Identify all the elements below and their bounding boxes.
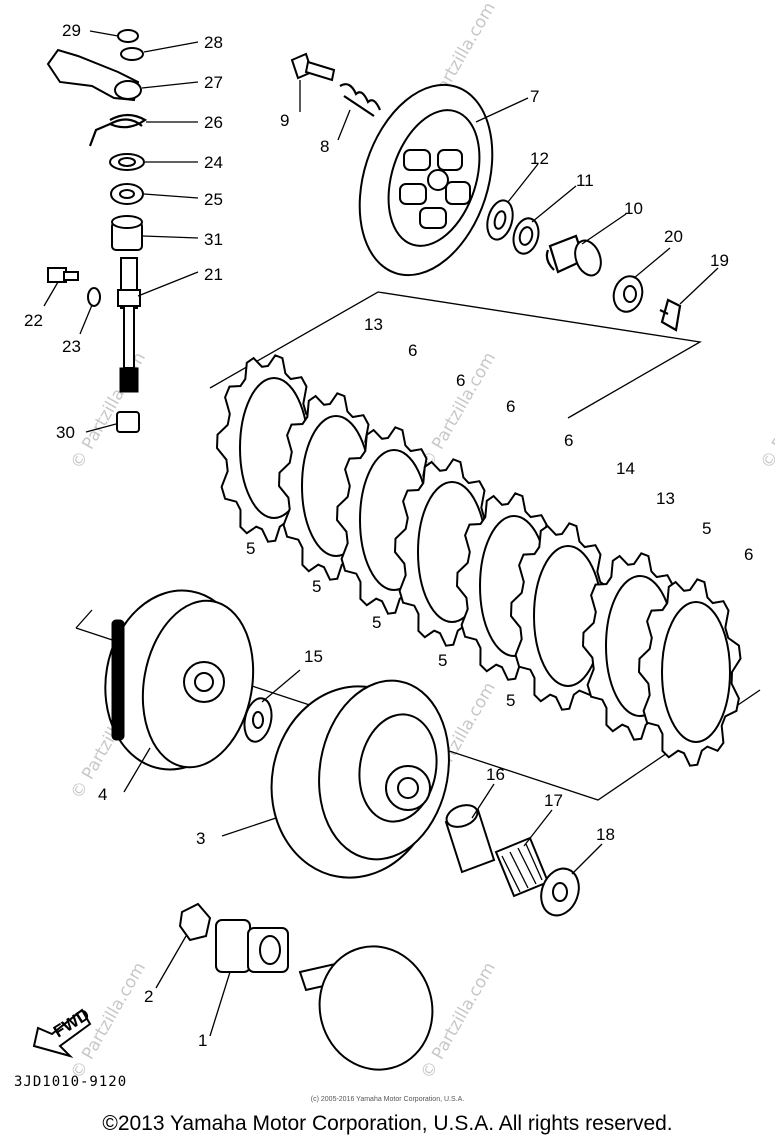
label-19: 19 [710, 251, 729, 270]
label-21: 21 [204, 265, 223, 284]
clutch-plates [215, 354, 742, 767]
part-28-washer [120, 47, 144, 61]
label-24: 24 [204, 153, 223, 172]
label-30: 30 [56, 423, 75, 442]
label-6a: 6 [408, 341, 417, 360]
footer-copyright: ©2013 Yamaha Motor Corporation, U.S.A. A… [102, 1112, 673, 1135]
label-22: 22 [24, 311, 43, 330]
part-21-pinion [119, 367, 139, 393]
leader-lines-bottom [123, 669, 603, 1037]
label-5c: 5 [372, 613, 381, 632]
label-17: 17 [544, 791, 563, 810]
label-15: 15 [304, 647, 323, 666]
part-23-washer [87, 287, 101, 307]
label-11: 11 [576, 171, 594, 190]
watermark: © Partzilla.com [67, 349, 150, 473]
part-2-nut [178, 902, 212, 942]
label-6c: 6 [506, 397, 515, 416]
label-27: 27 [204, 73, 223, 92]
label-25: 25 [204, 190, 223, 209]
part-29-washer [117, 29, 139, 43]
part-30-bushing [116, 411, 140, 433]
label-16: 16 [486, 765, 505, 784]
label-6b: 6 [456, 371, 465, 390]
label-12: 12 [530, 149, 549, 168]
clutch-boss-and-housing [104, 589, 580, 917]
label-13b: 13 [656, 489, 675, 508]
label-10: 10 [624, 199, 643, 218]
label-28: 28 [204, 33, 223, 52]
label-4: 4 [98, 785, 107, 804]
label-9: 9 [280, 111, 289, 130]
crank-web [318, 945, 434, 1071]
label-8: 8 [320, 137, 329, 156]
label-1: 1 [198, 1031, 207, 1050]
label-6e: 6 [744, 545, 753, 564]
part-8-spring [339, 83, 382, 117]
label-5d: 5 [438, 651, 447, 670]
leader-lines-left [43, 30, 199, 433]
primary-drive-group [178, 902, 434, 1071]
pressure-plate-group [290, 52, 682, 332]
label-7: 7 [530, 87, 539, 106]
label-23: 23 [62, 337, 81, 356]
fwd-arrow-icon [32, 1008, 92, 1058]
label-5a: 5 [246, 539, 255, 558]
label-29: 29 [62, 21, 81, 40]
part-26-spring [88, 113, 148, 147]
callout-labels: 29 28 27 26 24 25 31 21 22 23 30 9 8 7 1… [24, 21, 753, 1050]
plate-inner-ring [533, 545, 603, 687]
label-20: 20 [664, 227, 683, 246]
part-27-boss [114, 80, 142, 100]
label-18: 18 [596, 825, 615, 844]
part-1-drive-gear [215, 919, 251, 973]
label-31: 31 [204, 230, 223, 249]
label-26: 26 [204, 113, 223, 132]
diagram-code: 3JD1010-9120 [14, 1074, 128, 1090]
label-5f: 5 [702, 519, 711, 538]
small-copyright: (c) 2005-2016 Yamaha Motor Corporation, … [310, 1096, 465, 1103]
label-6d: 6 [564, 431, 573, 450]
part-19-lock-washer [659, 298, 682, 332]
label-3: 3 [196, 829, 205, 848]
watermark: © Partzilla.com [417, 349, 500, 473]
part-17-needle-bearing [494, 836, 550, 898]
plate-inner-ring [661, 601, 731, 743]
label-2: 2 [144, 987, 153, 1006]
label-13a: 13 [364, 315, 383, 334]
leader-lines-top-right [299, 80, 719, 305]
label-5b: 5 [312, 577, 321, 596]
label-14: 14 [616, 459, 635, 478]
watermark: © Partzilla.com [757, 349, 775, 473]
label-5e: 5 [506, 691, 515, 710]
shift-shaft-assembly [46, 29, 148, 433]
